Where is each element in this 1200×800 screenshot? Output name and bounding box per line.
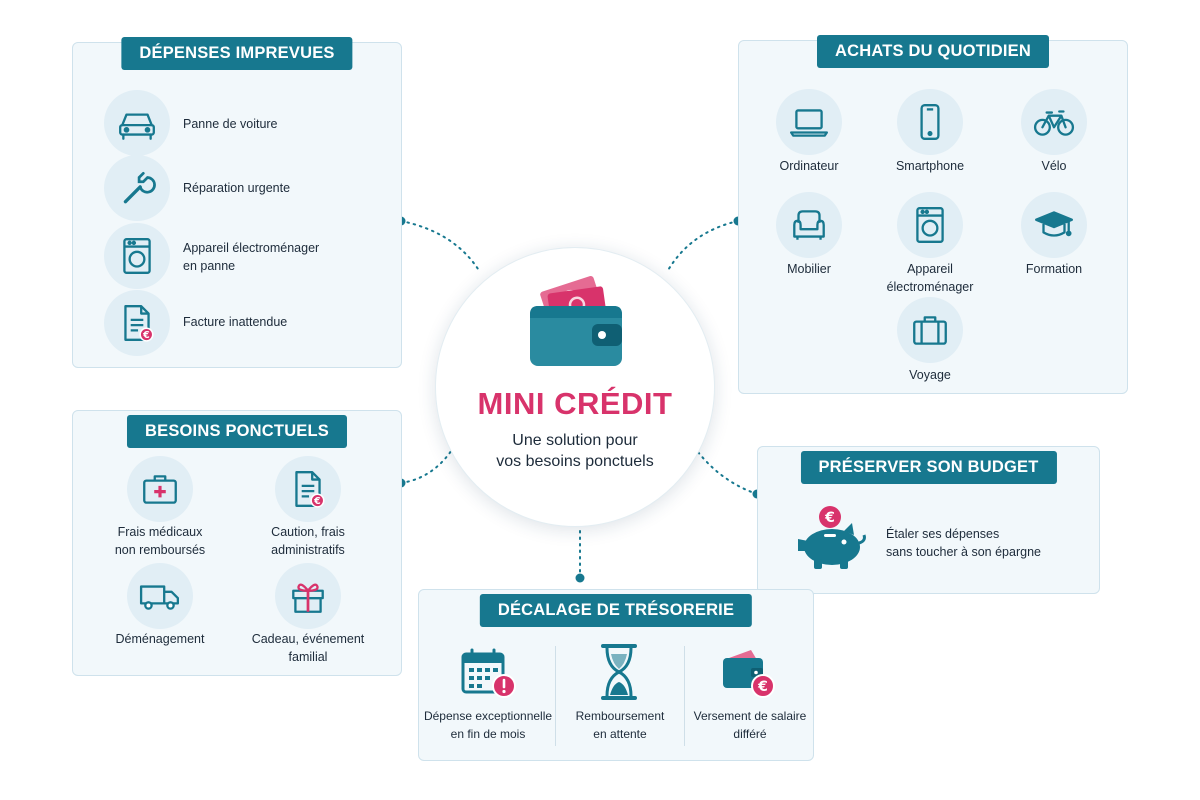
item-label: Vélo [1041,159,1067,173]
item-label: Appareil électroménager [886,262,974,294]
panel-title: DÉCALAGE DE TRÉSORERIE [479,594,753,627]
gift-icon [275,563,341,629]
center-hub: MINI CRÉDIT Une solution pour vos besoin… [435,247,715,527]
wallet-euro-icon: € [717,646,781,702]
item-label: Versement de salaire différé [693,709,807,741]
smartphone-icon [897,89,963,155]
panel-preserver-budget: PRÉSERVER SON BUDGET € Étaler ses dépens… [757,446,1100,594]
panel-title: ACHATS DU QUOTIDIEN [817,35,1049,68]
connector-achats [666,220,739,273]
svg-text:€: € [313,496,321,507]
wrench-icon [104,155,170,221]
connector-depenses [400,220,481,273]
divider [684,646,685,746]
item-label: Réparation urgente [183,181,291,195]
item-label: Panne de voiture [183,117,278,131]
item-label: Déménagement [115,632,205,646]
document-euro-icon: € [275,456,341,522]
washing-machine-icon [104,223,170,289]
center-title: MINI CRÉDIT [477,386,673,421]
washing-machine-icon [897,192,963,258]
hourglass-icon [597,642,641,702]
suitcase-icon [897,297,963,363]
wallet-cash-icon [524,268,628,372]
truck-icon [127,563,193,629]
center-subtitle: Une solution pour vos besoins ponctuels [496,432,654,470]
graduation-cap-icon [1021,192,1087,258]
piggy-bank-euro-icon: € [792,501,872,573]
item-label: Formation [1025,262,1083,276]
panel-depenses-imprevues: DÉPENSES IMPREVUES Panne de voiture Répa… [72,37,402,368]
item-label: Smartphone [895,159,965,173]
svg-text:€: € [824,510,835,526]
item-label: Dépense exceptionnelle en fin de mois [423,709,553,741]
item-label: Facture inattendue [183,315,288,329]
medical-kit-icon [127,456,193,522]
item-label: Appareil électroménager en panne [183,241,320,273]
item-label: Étaler ses dépenses sans toucher à son é… [886,527,1041,559]
divider [555,646,556,746]
svg-text:€: € [142,330,150,341]
panel-title: DÉPENSES IMPREVUES [121,37,353,70]
panel-title: PRÉSERVER SON BUDGET [800,451,1057,484]
bicycle-icon [1021,89,1087,155]
panel-achats-quotidien: ACHATS DU QUOTIDIEN Ordinateur Smartphon… [738,35,1128,394]
item-label: Cadeau, événement familial [251,632,365,664]
laptop-icon [776,89,842,155]
car-icon [104,90,170,156]
svg-text:€: € [757,679,768,695]
panel-title: BESOINS PONCTUELS [126,415,348,448]
connector-besoins [400,444,456,484]
invoice-euro-icon: € [104,290,170,356]
armchair-icon [776,192,842,258]
panel-decalage-tresorerie: DÉCALAGE DE TRÉSORERIE Dépense exception… [418,589,814,761]
item-label: Caution, frais administratifs [271,525,345,557]
connector-budget [697,451,758,495]
node-tresorerie [575,573,585,583]
item-label: Mobilier [787,262,831,276]
item-label: Remboursement en attente [575,709,665,741]
item-label: Ordinateur [779,159,839,173]
calendar-alert-icon [457,646,521,702]
panel-besoins-ponctuels: BESOINS PONCTUELS Frais médicaux non rem… [72,410,402,676]
item-label: Frais médicaux non remboursés [114,525,206,557]
item-label: Voyage [909,368,951,382]
